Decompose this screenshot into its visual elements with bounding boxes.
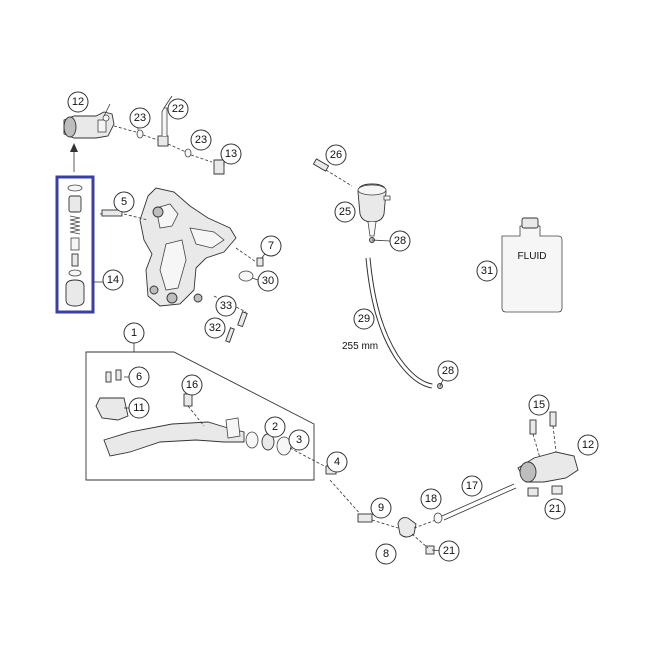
bolt-5 — [99, 209, 149, 221]
svg-text:3: 3 — [296, 434, 302, 446]
spring-30-and-pin-7 — [235, 247, 264, 282]
svg-text:6: 6 — [136, 371, 142, 383]
leader-line — [103, 103, 111, 117]
svg-text:28: 28 — [394, 235, 406, 247]
callout-26[interactable]: 26 — [325, 144, 347, 166]
footrest-bracket — [139, 187, 237, 307]
svg-text:13: 13 — [225, 148, 237, 160]
callout-12[interactable]: 12 — [67, 91, 89, 113]
callout-3[interactable]: 3 — [288, 429, 310, 451]
callout-5[interactable]: 5 — [113, 191, 135, 213]
master-cylinder-top — [63, 111, 115, 139]
callout-33[interactable]: 33 — [215, 295, 237, 317]
callout-13[interactable]: 13 — [220, 143, 242, 165]
svg-text:5: 5 — [121, 196, 127, 208]
kit-arrow — [70, 143, 78, 172]
brake-fluid-bottle: FLUID — [501, 217, 563, 313]
svg-text:28: 28 — [442, 365, 454, 377]
callout-23[interactable]: 23 — [190, 129, 212, 151]
callout-6[interactable]: 6 — [128, 366, 150, 388]
master-cylinder-lower — [517, 411, 579, 497]
hose-length-label: 255 mm — [342, 341, 378, 352]
callout-8[interactable]: 8 — [375, 543, 397, 565]
fluid-label: FLUID — [518, 251, 547, 262]
callout-22[interactable]: 22 — [167, 98, 189, 120]
svg-text:1: 1 — [131, 327, 137, 339]
svg-text:7: 7 — [268, 240, 274, 252]
svg-text:15: 15 — [533, 399, 545, 411]
svg-text:25: 25 — [339, 206, 351, 218]
callout-7[interactable]: 7 — [260, 235, 282, 257]
callout-21[interactable]: 21 — [438, 540, 460, 562]
callout-14[interactable]: 14 — [102, 269, 124, 291]
svg-text:11: 11 — [133, 402, 144, 414]
callout-16[interactable]: 16 — [181, 374, 203, 396]
callout-31[interactable]: 31 — [476, 260, 498, 282]
svg-text:2: 2 — [272, 421, 278, 433]
callout-17[interactable]: 17 — [461, 475, 483, 497]
svg-text:16: 16 — [186, 379, 198, 391]
callout-15[interactable]: 15 — [528, 394, 550, 416]
brake-hose-29 — [365, 257, 443, 389]
svg-text:9: 9 — [378, 502, 384, 514]
reservoir — [312, 158, 391, 243]
callout-2[interactable]: 2 — [264, 416, 286, 438]
pedal-parts — [95, 369, 337, 475]
callout-23[interactable]: 23 — [129, 107, 151, 129]
svg-text:21: 21 — [443, 545, 455, 557]
callout-25[interactable]: 25 — [334, 201, 356, 223]
callout-29[interactable]: 29 — [353, 308, 375, 330]
svg-text:12: 12 — [72, 96, 84, 108]
callout-28[interactable]: 28 — [437, 360, 459, 382]
svg-text:26: 26 — [330, 149, 342, 161]
callout-21[interactable]: 21 — [544, 498, 566, 520]
svg-text:14: 14 — [107, 274, 119, 286]
callout-11[interactable]: 11 — [128, 397, 150, 419]
callout-9[interactable]: 9 — [370, 497, 392, 519]
svg-text:23: 23 — [195, 134, 207, 146]
svg-text:12: 12 — [582, 439, 594, 451]
callout-32[interactable]: 32 — [204, 317, 226, 339]
pedal-assembly-frame — [85, 342, 315, 481]
svg-text:4: 4 — [334, 456, 340, 468]
svg-text:17: 17 — [466, 480, 478, 492]
callout-30[interactable]: 30 — [257, 270, 279, 292]
svg-text:31: 31 — [481, 265, 493, 277]
leader-lines — [119, 126, 445, 552]
svg-text:8: 8 — [383, 548, 389, 560]
callout-28[interactable]: 28 — [389, 230, 411, 252]
brake-line-fittings — [113, 95, 225, 175]
svg-text:29: 29 — [358, 313, 370, 325]
svg-text:22: 22 — [172, 103, 184, 115]
svg-text:23: 23 — [134, 112, 146, 124]
repair-kit-14[interactable] — [55, 175, 103, 314]
lower-linkage — [329, 479, 517, 555]
callout-18[interactable]: 18 — [420, 488, 442, 510]
callout-4[interactable]: 4 — [326, 451, 348, 473]
svg-text:32: 32 — [209, 322, 221, 334]
svg-text:21: 21 — [549, 503, 561, 515]
svg-text:33: 33 — [220, 300, 232, 312]
callout-1[interactable]: 1 — [123, 322, 145, 344]
callout-12[interactable]: 12 — [577, 434, 599, 456]
svg-text:18: 18 — [425, 493, 437, 505]
svg-text:30: 30 — [262, 275, 274, 287]
